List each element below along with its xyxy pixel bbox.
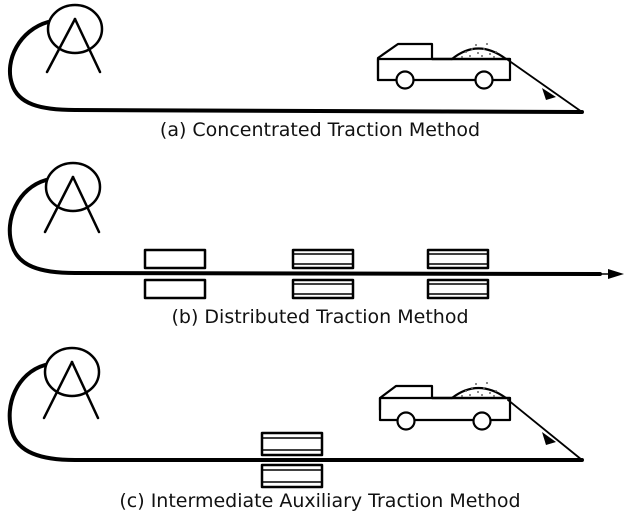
truck-icon [378, 382, 512, 431]
end-arrow [595, 269, 624, 279]
panel-c-intermediate-auxiliary-traction [7, 346, 584, 489]
pull-arrow [507, 59, 583, 113]
tractor-unit [426, 248, 490, 300]
truck-icon [376, 42, 512, 90]
cable-line [7, 178, 602, 276]
panel-b-distributed-traction [7, 161, 624, 300]
cable-drum-icon [43, 161, 102, 234]
caption-intermediate-auxiliary-traction: (c) Intermediate Auxiliary Traction Meth… [119, 490, 521, 512]
cable-line [7, 20, 584, 114]
cable-drum-icon [45, 3, 104, 74]
tractor-unit [143, 248, 207, 300]
tractor-unit [291, 248, 355, 300]
cable-drum-icon [42, 346, 101, 420]
caption-distributed-traction: (b) Distributed Traction Method [171, 306, 469, 328]
panel-a-concentrated-traction [7, 3, 584, 114]
pull-arrow-head [542, 88, 556, 100]
tractor-unit [260, 431, 324, 489]
pull-arrow [507, 399, 583, 461]
cable-line [7, 363, 584, 462]
pull-arrow-head [542, 432, 556, 445]
caption-concentrated-traction: (a) Concentrated Traction Method [159, 119, 481, 141]
